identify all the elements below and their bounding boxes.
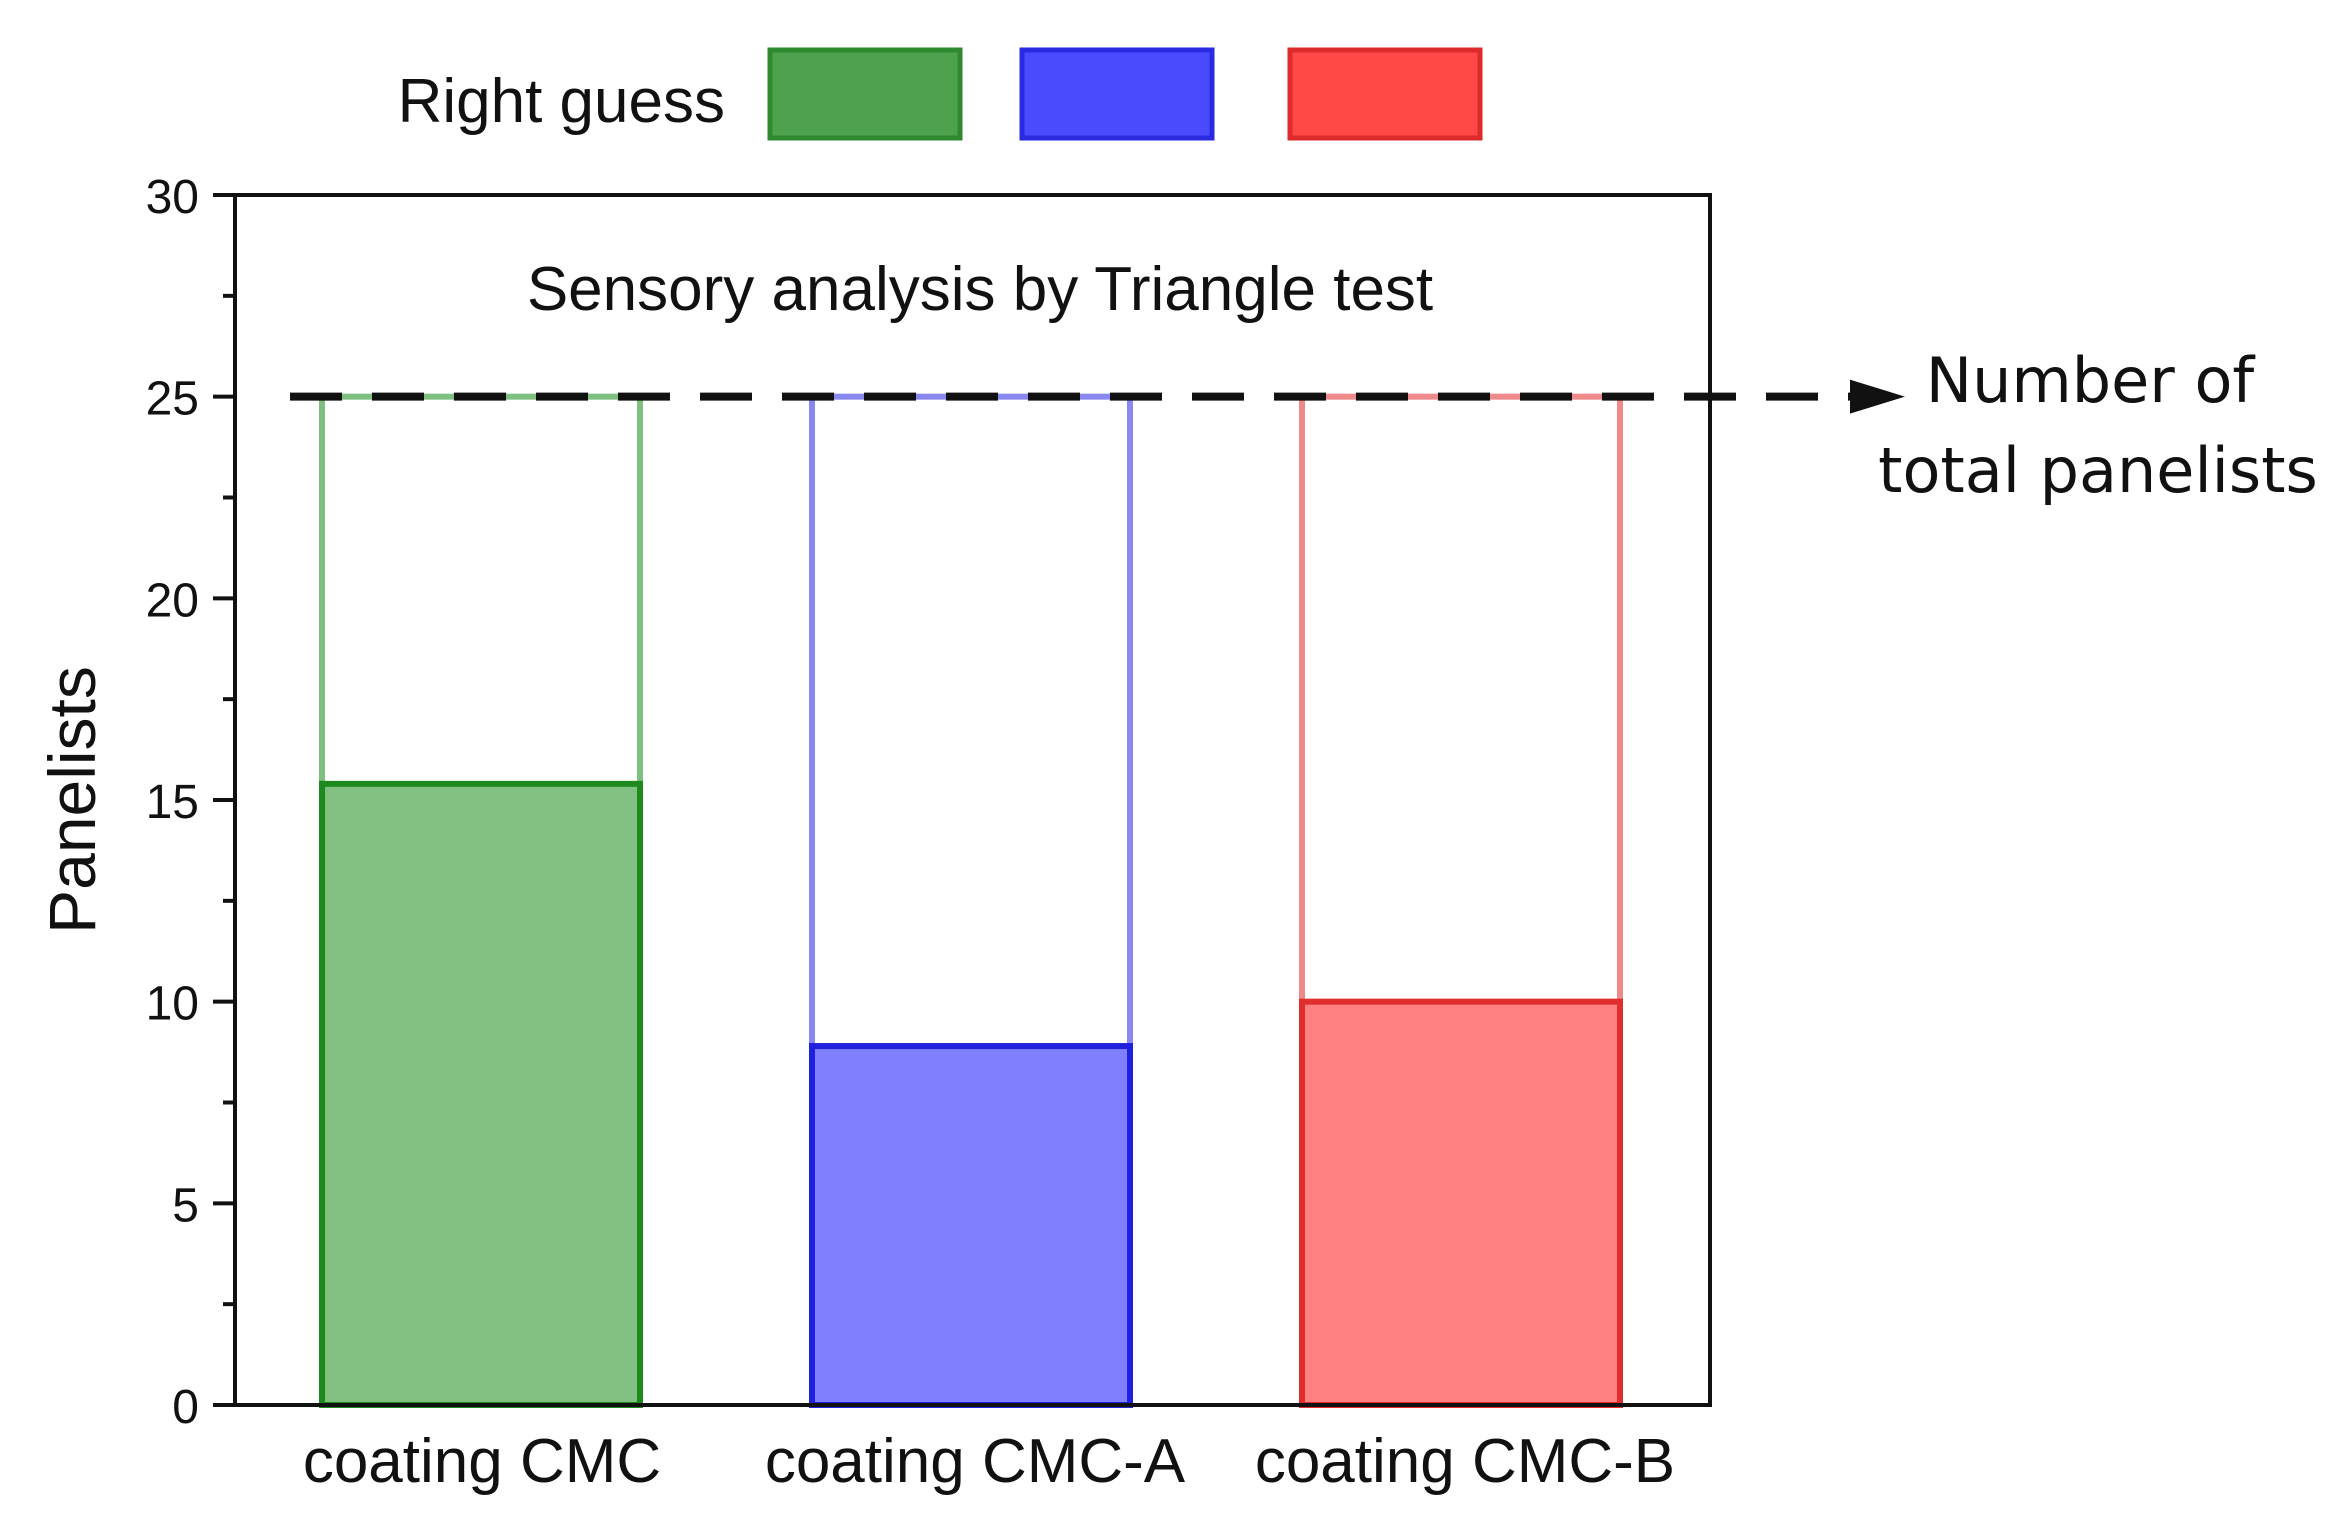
bar-right-guess-3 — [1299, 998, 1623, 1409]
legend-swatch-2 — [1019, 47, 1215, 141]
legend-label: Right guess — [398, 67, 725, 136]
y-axis-ticks: 0 5 10 15 20 25 30 — [146, 171, 235, 1434]
reference-label-line1: Number of — [1926, 344, 2257, 417]
y-axis-label: Panelists — [35, 666, 109, 934]
y-tick-label: 30 — [146, 171, 199, 224]
chart-title: Sensory analysis by Triangle test — [527, 255, 1433, 324]
legend-swatch-1 — [767, 47, 963, 141]
reference-arrowhead — [1850, 379, 1905, 414]
y-tick-label: 5 — [172, 1179, 199, 1232]
bars — [319, 393, 1623, 1409]
y-tick-label: 15 — [146, 776, 199, 829]
x-tick-label: coating CMC-A — [765, 1427, 1186, 1496]
bar-right-guess-1 — [319, 780, 643, 1408]
x-tick-label: coating CMC — [303, 1427, 661, 1496]
reference-label-line2: total panelists — [1878, 434, 2318, 507]
x-axis-labels: coating CMC coating CMC-A coating CMC-B — [303, 1427, 1675, 1496]
y-tick-label: 25 — [146, 373, 199, 426]
plot-frame — [233, 193, 1712, 1407]
y-tick-label: 10 — [146, 978, 199, 1031]
bar-right-guess-2 — [809, 1043, 1133, 1408]
legend-swatches — [767, 47, 1483, 141]
total-panelists-reference — [290, 379, 1905, 414]
y-tick-label: 20 — [146, 574, 199, 627]
legend: Right guess — [398, 47, 1483, 141]
y-tick-label: 0 — [172, 1381, 199, 1434]
x-tick-label: coating CMC-B — [1255, 1427, 1675, 1496]
legend-swatch-3 — [1287, 47, 1483, 141]
